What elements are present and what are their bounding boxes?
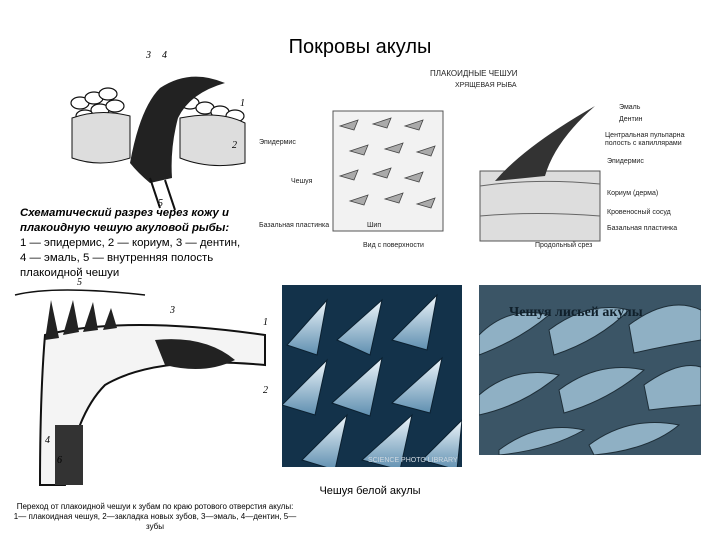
photo-caption: Чешуя белой акулы [319, 485, 421, 497]
figure1-caption-line: плакоидной чешуи [20, 267, 120, 279]
figure1-caption-line: 1 — эпидермис, 2 — кориум, 3 — дентин, [20, 237, 241, 249]
thresher-shark-scales-photo: Чешуя лисьей акулы [479, 285, 701, 455]
photo-overlay-text: Чешуя лисьей акулы [509, 305, 643, 320]
label-3: 3 [170, 305, 175, 316]
label-epidermis-right: Эпидермис [607, 158, 644, 165]
skin-section-diagram: 3 4 1 2 5 [60, 48, 260, 213]
placoid-scales-diagram: ПЛАКОИДНЫЕ ЧЕШУИ ХРЯЩЕВАЯ РЫБА Эмаль Ден… [255, 66, 685, 256]
white-shark-scales-photo: SCIENCE PHOTO LIBRARY [282, 285, 462, 467]
label-2: 2 [263, 385, 268, 396]
label-basal-left: Базальная пластинка [259, 222, 330, 229]
label-5: 5 [77, 277, 82, 288]
figure3-caption-title: Переход от плакоидной чешуи к зубам по к… [16, 502, 294, 511]
watermark: SCIENCE PHOTO LIBRARY [368, 457, 458, 464]
figure3-caption: Переход от плакоидной чешуи к зубам по к… [10, 502, 300, 532]
label-6: 6 [57, 455, 62, 466]
label-4: 4 [162, 50, 167, 61]
diagram-subheader: ХРЯЩЕВАЯ РЫБА [455, 82, 517, 89]
label-epidermis-left: Эпидермис [259, 139, 296, 146]
scale-to-teeth-diagram: 5 3 1 2 4 6 [5, 275, 275, 500]
figure1-caption-title: Схематический разрез через кожу и плакои… [20, 207, 230, 234]
figure1-caption-line: 4 — эмаль, 5 — внутренняя полость [20, 252, 214, 264]
label-1: 1 [263, 317, 268, 328]
label-5: 5 [158, 198, 163, 209]
label-pulp-2: полость с капиллярами [605, 140, 682, 147]
label-2: 2 [232, 140, 237, 151]
label-longitudinal: Продольный срез [535, 242, 593, 249]
label-basal-right: Базальная пластинка [607, 225, 678, 232]
page-title: Покровы акулы [288, 36, 432, 58]
label-1: 1 [240, 98, 245, 109]
label-spine: Шип [367, 222, 382, 229]
label-3: 3 [146, 50, 151, 61]
label-pulp: Центральная пульпарная [605, 132, 685, 139]
diagram-header: ПЛАКОИДНЫЕ ЧЕШУИ [430, 69, 518, 78]
figure3-caption-legend: 1— плакоидная чешуя, 2—закладка новых зу… [13, 512, 297, 531]
label-scale: Чешуя [291, 178, 313, 185]
label-blood-vessel: Кровеносный сосуд [607, 209, 671, 216]
label-enamel: Эмаль [619, 104, 641, 111]
label-surface-view: Вид с поверхности [363, 242, 424, 249]
label-dentin: Дентин [619, 116, 643, 123]
label-dermis: Кориум (дерма) [607, 190, 659, 197]
figure1-caption: Схематический разрез через кожу и плакои… [20, 206, 270, 281]
label-4: 4 [45, 435, 50, 446]
